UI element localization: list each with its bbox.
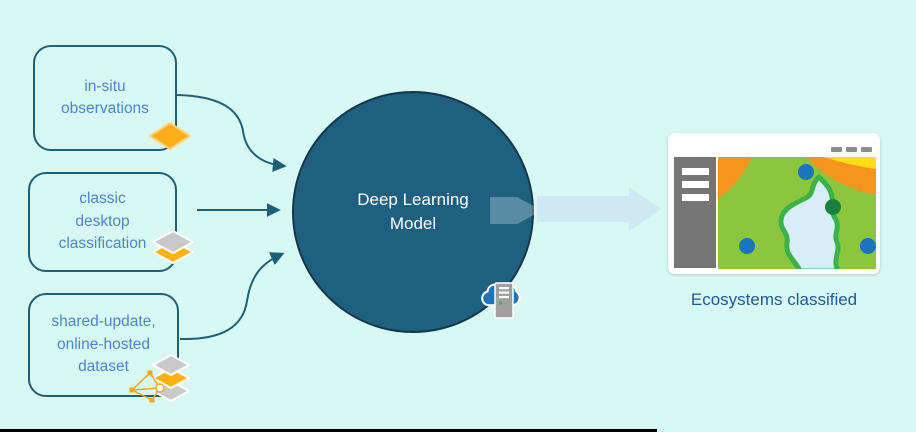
bottom-border-line xyxy=(0,429,657,432)
layered-diamonds-network-icon xyxy=(129,354,190,403)
output-flow-arrow xyxy=(537,187,661,231)
hamburger-line-icon xyxy=(681,194,709,201)
window-sidebar xyxy=(674,157,716,268)
output-caption: Ecosystems classified xyxy=(690,290,858,309)
source-label: in-situ observations xyxy=(61,77,149,117)
source-box-in-situ-observations: in-situ observations xyxy=(33,45,177,151)
arrow-in-situ-to-model xyxy=(176,94,287,172)
source-box-shared-update-dataset: shared-update, online-hosted dataset xyxy=(28,293,179,397)
layered-diamonds-icon xyxy=(152,230,194,264)
classified-map-graphic xyxy=(718,157,876,269)
hamburger-line-icon xyxy=(681,181,709,188)
window-menu-dashes xyxy=(831,147,872,152)
menu-dash-icon xyxy=(861,147,872,152)
deep-learning-model-node: Deep Learning Model xyxy=(292,91,534,333)
source-box-classic-desktop-classification: classic desktop classification xyxy=(28,172,177,272)
single-orange-diamond-icon xyxy=(149,122,191,150)
menu-dash-icon xyxy=(846,147,857,152)
deep-learning-model-label: Deep Learning Model xyxy=(357,190,469,233)
hamburger-line-icon xyxy=(681,168,709,175)
cloud-server-icon xyxy=(481,282,521,319)
menu-dash-icon xyxy=(831,147,842,152)
source-label: classic desktop classification xyxy=(58,190,147,253)
map-window xyxy=(668,133,880,274)
source-label: shared-update, online-hosted dataset xyxy=(51,313,156,376)
